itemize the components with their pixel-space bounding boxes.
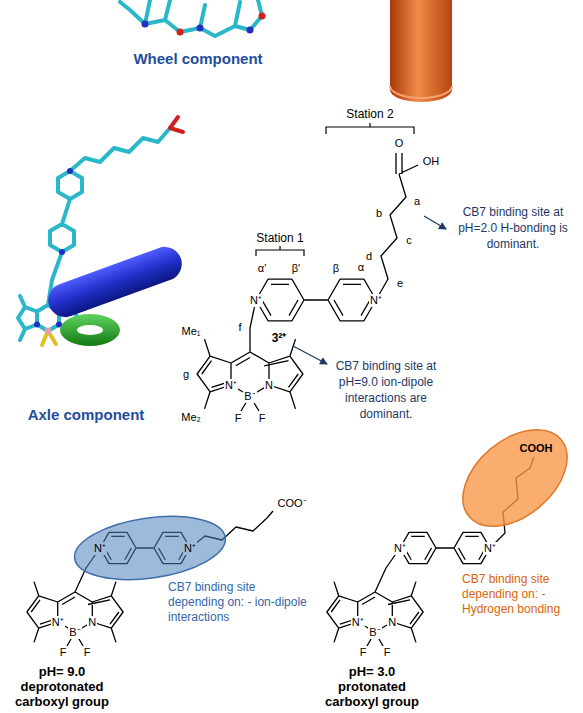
atom-ball xyxy=(177,29,184,36)
station-label: Station 1 xyxy=(254,231,305,245)
atom-label: N⁺ xyxy=(93,542,107,555)
callout-arrow xyxy=(424,216,446,229)
atom-label: F xyxy=(234,412,243,425)
atom-label: N⁺ xyxy=(183,542,197,555)
atom-label: F xyxy=(258,412,267,425)
atom-label: N xyxy=(387,616,397,629)
atom-label: N⁺ xyxy=(393,542,407,555)
ph-condition: pH= 9.0 deprotonated carboxyl group xyxy=(10,664,114,709)
position-label: f xyxy=(237,321,242,334)
atom-label: N xyxy=(87,616,97,629)
binding-site-ellipse: COOH CB7 binding site depending on: - Hyd… xyxy=(458,426,580,621)
callout-arrow xyxy=(293,346,327,364)
wheel-model xyxy=(120,0,262,36)
wheel-torus xyxy=(60,314,120,346)
axle-model-oxygen xyxy=(170,117,183,132)
atom-label: N⁺ xyxy=(369,294,383,307)
group-formula: COOH xyxy=(520,442,553,454)
station-bracket xyxy=(326,123,414,134)
position-label: e xyxy=(396,277,404,290)
position-label: Me₂ xyxy=(180,411,202,424)
atom-label: N⁺ xyxy=(249,294,263,307)
position-label: β xyxy=(332,262,340,275)
position-label: α' xyxy=(257,262,267,275)
atom-label: F xyxy=(83,646,92,659)
binding-site-note: CB7 binding site depending on: - ion-dip… xyxy=(168,580,314,625)
position-label: c xyxy=(405,234,413,247)
atom-ball xyxy=(259,13,266,20)
atom-label: N⁺ xyxy=(51,616,65,629)
atom-label: F xyxy=(383,646,392,659)
atom-label: N⁺ xyxy=(224,379,238,392)
axle-cylinder xyxy=(43,242,186,322)
atom-label: O xyxy=(394,137,405,150)
atom-label: B⁻ xyxy=(243,390,256,403)
component-title: Wheel component xyxy=(133,50,262,67)
atom-label: N⁺ xyxy=(351,616,365,629)
atom-ball xyxy=(247,27,254,34)
atom-label: OH xyxy=(422,155,441,168)
compound-number: 3²⁺ xyxy=(271,329,288,346)
atom-label: COO⁻ xyxy=(276,497,307,510)
position-label: α xyxy=(357,261,365,274)
station-bracket xyxy=(256,246,304,256)
atom-label: F xyxy=(359,646,368,659)
atom-ball xyxy=(34,322,40,328)
atom-ball xyxy=(45,328,52,335)
binding-site-ellipse-shape xyxy=(72,514,229,588)
position-label: Me₁ xyxy=(181,325,202,338)
atom-label: N⁺ xyxy=(483,542,497,555)
binding-site-ellipse: CB7 binding site depending on: - ion-dip… xyxy=(72,514,312,629)
component-title: Axle component xyxy=(28,406,145,423)
atom-ball xyxy=(67,168,73,174)
binding-site-ellipse-shape xyxy=(458,426,580,546)
axle-model xyxy=(18,128,170,340)
binding-site-note: CB7 binding site depending on: - Hydroge… xyxy=(462,572,580,617)
position-label: d xyxy=(365,250,373,263)
position-label: g xyxy=(182,368,190,381)
atom-ball xyxy=(197,25,204,32)
station-label: Station 2 xyxy=(344,107,395,121)
atom-label: B⁻ xyxy=(368,626,381,639)
position-label: b xyxy=(375,207,383,220)
wheel-ring xyxy=(390,0,452,102)
position-label: a xyxy=(413,195,421,208)
callout-note: CB7 binding site at pH=2.0 H-bonding is … xyxy=(448,204,578,252)
callout-note: CB7 binding site at pH=9.0 ion-dipole in… xyxy=(321,358,451,422)
atom-ball xyxy=(142,21,149,28)
atom-label: N xyxy=(264,379,274,392)
atom-label: F xyxy=(59,646,68,659)
position-label: β' xyxy=(291,262,301,275)
ph-condition: pH= 3.0 protonated carboxyl group xyxy=(320,664,424,709)
atom-label: B⁻ xyxy=(68,626,81,639)
atom-ball xyxy=(59,249,65,255)
wheel-ring-rim xyxy=(390,86,452,98)
